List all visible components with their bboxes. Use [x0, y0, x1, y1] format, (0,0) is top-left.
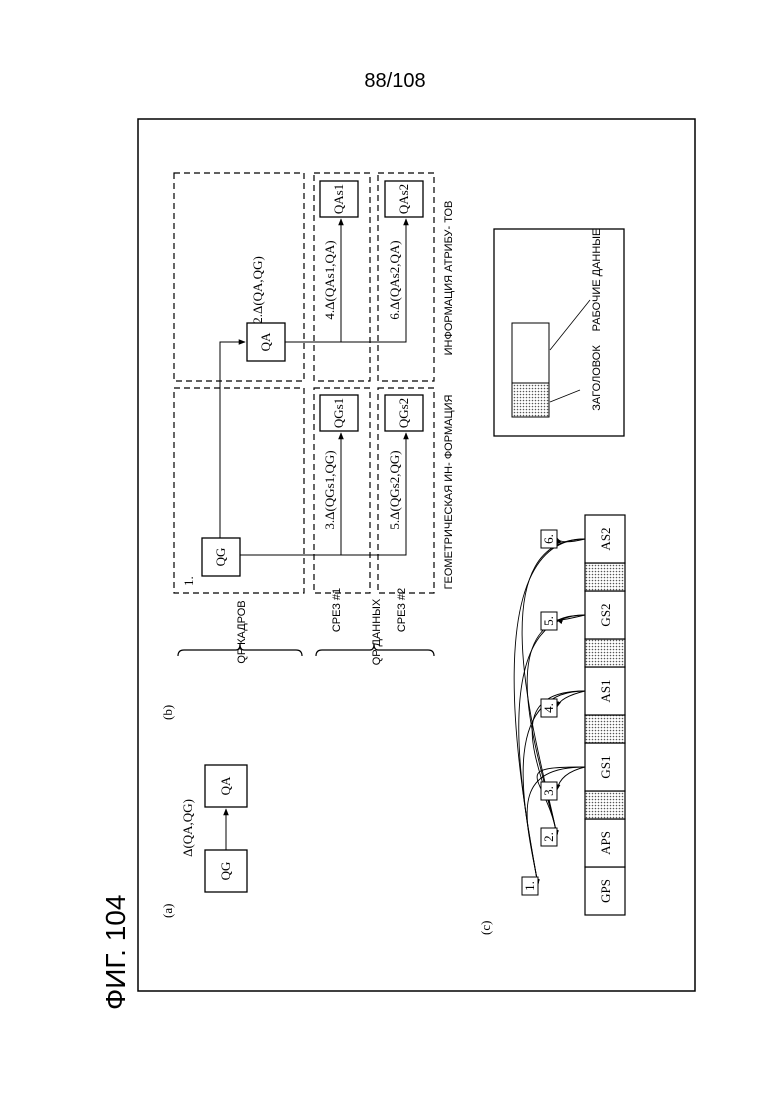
- stream-header-cell: [585, 639, 625, 667]
- slice1-label-line1: СРЕЗ #1: [331, 588, 343, 632]
- panel-b: (b) QP КАДРОВ QP ДАННЫХ СРЕЗ #1 СРЕЗ #2 …: [160, 173, 455, 720]
- stream-arc-local: [557, 767, 585, 790]
- panel-a: (a) QG QA Δ(QA,QG): [160, 765, 247, 918]
- legend-payload-label: РАБОЧИЕ ДАННЫЕ: [591, 229, 603, 332]
- panel-c: (c) GPS APS GS1 AS1 GS2 AS2 1. 2. 3. 4. 5. 6.: [478, 515, 625, 935]
- attr-caption: ИНФОРМАЦИЯ АТРИБУ- ТОВ: [443, 201, 455, 356]
- step1-label: 1.: [181, 576, 196, 586]
- stream-cell-label: GPS: [598, 879, 613, 903]
- stream-header-cell: [585, 715, 625, 743]
- box-qas1-label: QAs1: [331, 184, 346, 214]
- panel-c-label: (c): [478, 921, 493, 935]
- legend-header-label: ЗАГОЛОВОК: [591, 345, 603, 411]
- step2-label: 2.Δ(QA,QG): [250, 256, 265, 324]
- box-qa-label: QA: [258, 332, 273, 351]
- slice2-label: СРЕЗ #2: [396, 588, 408, 632]
- stream-cell-label: APS: [598, 831, 613, 855]
- stream-cell-label: AS1: [598, 679, 613, 702]
- stream-cell-label: GS1: [598, 755, 613, 778]
- step6-label: 6.Δ(QAs2,QA): [387, 240, 402, 319]
- stream-marker-label: 5.: [541, 616, 556, 626]
- stream-marker-label: 2.: [541, 832, 556, 842]
- slice1-label: СРЕЗ #1: [331, 588, 343, 632]
- stream-marker-label: 6.: [541, 534, 556, 544]
- stream-header-cell: [585, 791, 625, 819]
- step4-label: 4.Δ(QAs1,QA): [322, 240, 337, 319]
- panel-b-label: (b): [160, 705, 175, 720]
- legend: ЗАГОЛОВОК РАБОЧИЕ ДАННЫЕ: [494, 229, 624, 436]
- arrow-qg-to-qa: [220, 342, 245, 538]
- legend-payload-swatch: [512, 323, 549, 383]
- step3-label: 3.Δ(QGs1,QG): [322, 450, 337, 529]
- stream-marker-label: 4.: [541, 703, 556, 713]
- data-qp-label: QP ДАННЫХ: [371, 598, 383, 665]
- stream-cells: GPS APS GS1 AS1 GS2 AS2: [585, 515, 625, 915]
- stream-marker-label: 1.: [522, 881, 537, 891]
- box-qgs2-label: QGs2: [396, 398, 411, 428]
- stream-cell-label: GS2: [598, 603, 613, 626]
- panel-a-box-qa-label: QA: [218, 776, 233, 795]
- geom-caption: ГЕОМЕТРИЧЕСКАЯ ИН- ФОРМАЦИЯ: [443, 395, 455, 590]
- stream-marker-label: 3.: [541, 786, 556, 796]
- box-qg-label: QG: [213, 548, 228, 567]
- legend-header-leader: [550, 390, 580, 402]
- stream-header-cell: [585, 563, 625, 591]
- frame-qp-label: QP КАДРОВ: [236, 600, 248, 663]
- box-qgs1-label: QGs1: [331, 398, 346, 428]
- legend-header-swatch: [512, 383, 549, 417]
- step5-label: 5.Δ(QGs2,QG): [387, 450, 402, 529]
- panel-a-label: (a): [160, 904, 175, 918]
- stream-arc: [527, 615, 585, 836]
- box-qas2-label: QAs2: [396, 184, 411, 214]
- stream-cell-label: AS2: [598, 527, 613, 550]
- panel-a-delta: Δ(QA,QG): [180, 799, 195, 857]
- panel-a-box-qg-label: QG: [218, 862, 233, 881]
- legend-payload-leader: [550, 300, 590, 350]
